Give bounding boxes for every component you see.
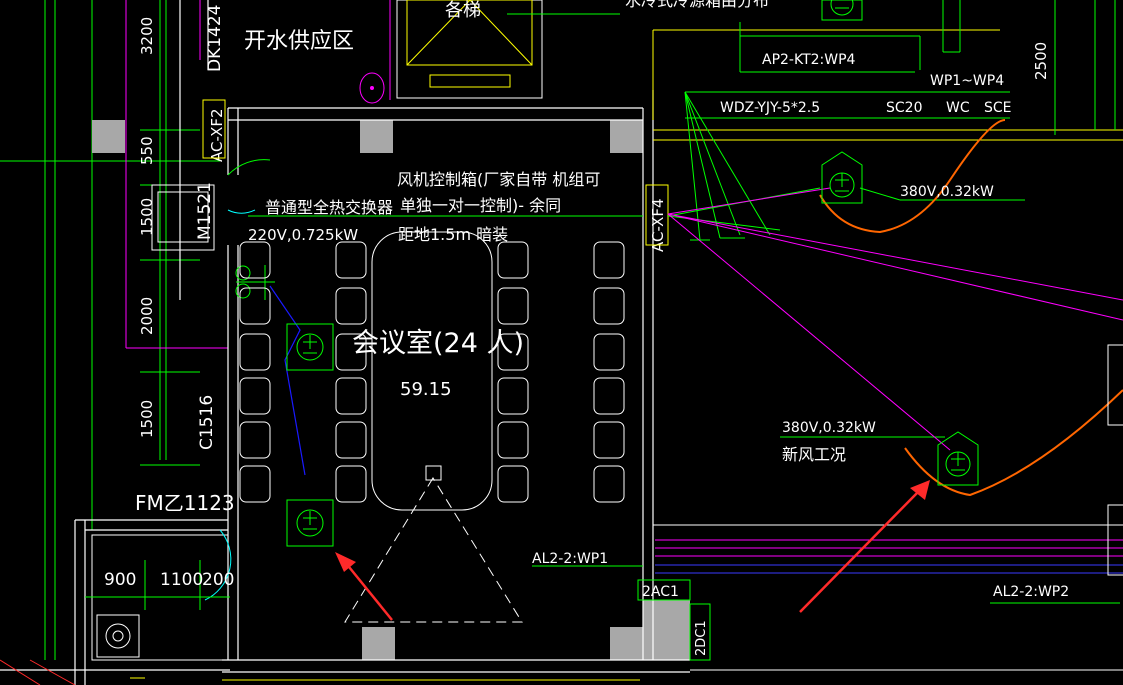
bottom-left-red-lines <box>0 659 76 685</box>
fan-unit-4 <box>937 431 979 486</box>
chairs <box>239 241 625 503</box>
room-name: 会议室(24 人) <box>352 328 524 359</box>
ac-xf2-box <box>202 99 226 159</box>
dc1-box <box>689 603 711 661</box>
power-right: 380V,0.32kW <box>900 184 994 200</box>
dim-3200: 3200 <box>138 17 156 55</box>
dim-2000: 2000 <box>138 297 156 335</box>
left-wall-lines <box>0 0 220 660</box>
c1516-label: C1516 <box>197 395 217 450</box>
cable-spec: WDZ-YJY-5*2.5 <box>720 100 820 116</box>
fan-box-line-1: 风机控制箱(厂家自带 机组可 <box>397 170 600 189</box>
room-top-label: 开水供应区 <box>244 29 354 54</box>
sc20-label: SC20 <box>886 100 922 116</box>
blue-conduit <box>269 285 306 476</box>
ac-xf2-label: AC-XF2 <box>208 108 226 162</box>
fan-unit-1 <box>286 323 334 371</box>
dim-200: 200 <box>202 570 234 590</box>
wall-pipes <box>235 265 275 300</box>
red-arrow-left <box>335 552 393 621</box>
al2-wp1-label: AL2-2:WP1 <box>532 551 608 567</box>
dim-1500b: 1500 <box>138 400 156 438</box>
wp-range-label: WP1~WP4 <box>930 73 1004 89</box>
top-stair-label: 各梯 <box>445 0 481 21</box>
ap2-label: AP2-KT2:WP4 <box>762 52 856 68</box>
fresh-air-label: 新风工况 <box>782 445 846 464</box>
floor-drain-symbol <box>96 614 140 658</box>
top-stair-box <box>396 0 620 99</box>
ac1-box <box>637 579 691 601</box>
magenta-wall <box>125 0 391 349</box>
heat-exchanger-label: 普通型全热交换器 <box>265 198 393 217</box>
fan-unit-3 <box>821 151 863 204</box>
bottom-strip <box>130 677 640 681</box>
heat-power-label: 220V,0.725kW <box>248 226 358 244</box>
fm-door-swing <box>204 529 232 601</box>
bottom-dim-line <box>85 560 230 610</box>
dim-2500: 2500 <box>1032 42 1050 80</box>
right-edge-objects <box>653 344 1123 671</box>
structural-columns <box>92 120 690 660</box>
sink-symbol <box>359 72 385 104</box>
right-green-lines <box>532 0 1120 604</box>
al2-wp2-label: AL2-2:WP2 <box>993 584 1069 600</box>
dim-900: 900 <box>104 570 136 590</box>
top-right-note: 水冷式冷源箱由分布 <box>625 0 769 10</box>
meeting-table <box>371 231 493 511</box>
orange-duct-upper <box>819 119 1006 234</box>
magenta-feeders <box>655 187 1123 557</box>
ac-xf4-box <box>645 184 669 246</box>
door-m1521 <box>151 159 271 251</box>
wc-label: WC <box>946 100 970 116</box>
ac-xf4-label: AC-XF4 <box>649 198 667 252</box>
orange-duct-lower <box>904 389 1123 497</box>
dim-550: 550 <box>138 136 156 165</box>
fan-box-line-2: 单独一对一控制)- 余同 <box>400 196 561 215</box>
fan-unit-2 <box>286 499 334 547</box>
dim-1500a: 1500 <box>138 198 156 236</box>
projector-cone <box>344 477 523 623</box>
ac1-label: 2AC1 <box>642 584 679 600</box>
room-area: 59.15 <box>400 379 452 400</box>
red-arrow-right <box>799 480 930 613</box>
dk-code: DK1424 <box>205 4 225 72</box>
projector <box>425 465 442 481</box>
fm-code: FM乙1123 <box>135 491 235 515</box>
fan-unit-top <box>821 0 863 21</box>
power-lower: 380V,0.32kW <box>782 420 876 436</box>
m1521-label: M1521 <box>195 182 215 240</box>
dim-1100: 1100 <box>160 570 203 590</box>
right-yellow-walls <box>652 29 1123 141</box>
dc1-label: 2DC1 <box>694 620 709 656</box>
sce-label: SCE <box>984 100 1012 116</box>
blue-feeders <box>655 564 1123 574</box>
fan-box-line-3: 距地1.5m 暗装 <box>398 225 508 244</box>
